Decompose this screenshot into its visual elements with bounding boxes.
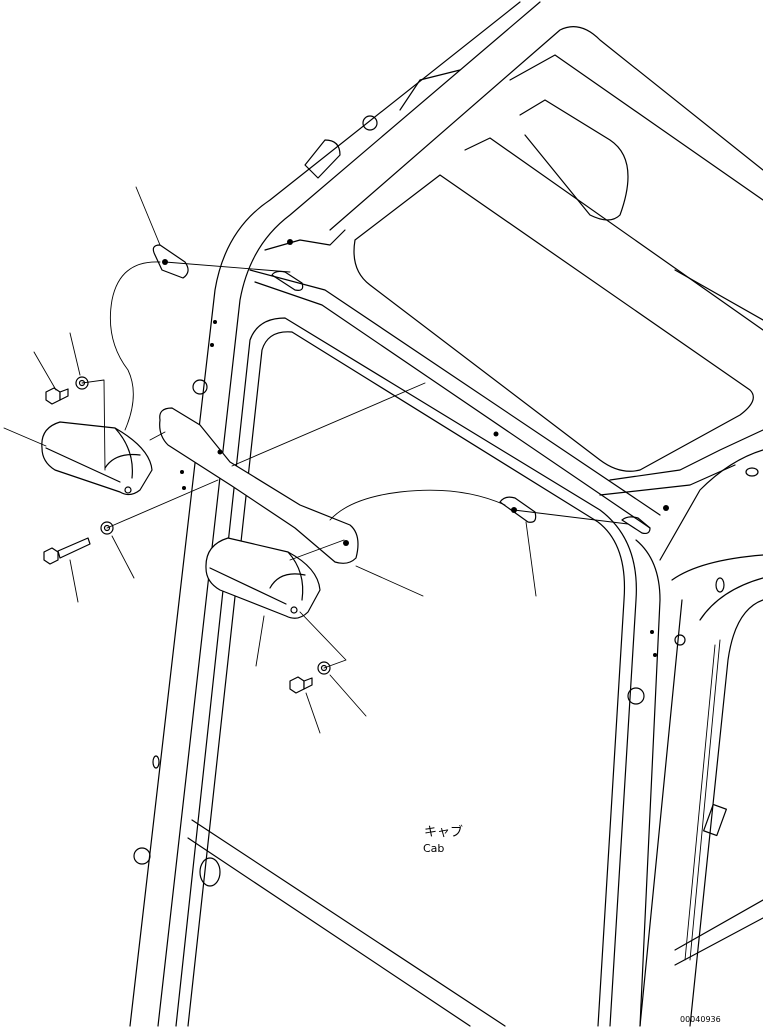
light-bracket <box>159 407 359 564</box>
mount-plate-upper-left <box>152 244 304 291</box>
work-light-lower <box>205 537 321 619</box>
leader-lines <box>3 186 629 734</box>
bolt-small-upper <box>45 387 69 405</box>
wiring-harness <box>109 261 506 521</box>
bolt-long <box>43 537 91 565</box>
bolt-small-lower <box>289 676 313 694</box>
cab-frame <box>129 1 763 1027</box>
cab-label-jp: キャブ <box>424 824 463 840</box>
cab-label-en: Cab <box>423 842 444 855</box>
work-light-upper <box>41 421 153 496</box>
mount-plate-right <box>499 496 651 535</box>
drawing-number: 00040936 <box>680 1015 721 1024</box>
